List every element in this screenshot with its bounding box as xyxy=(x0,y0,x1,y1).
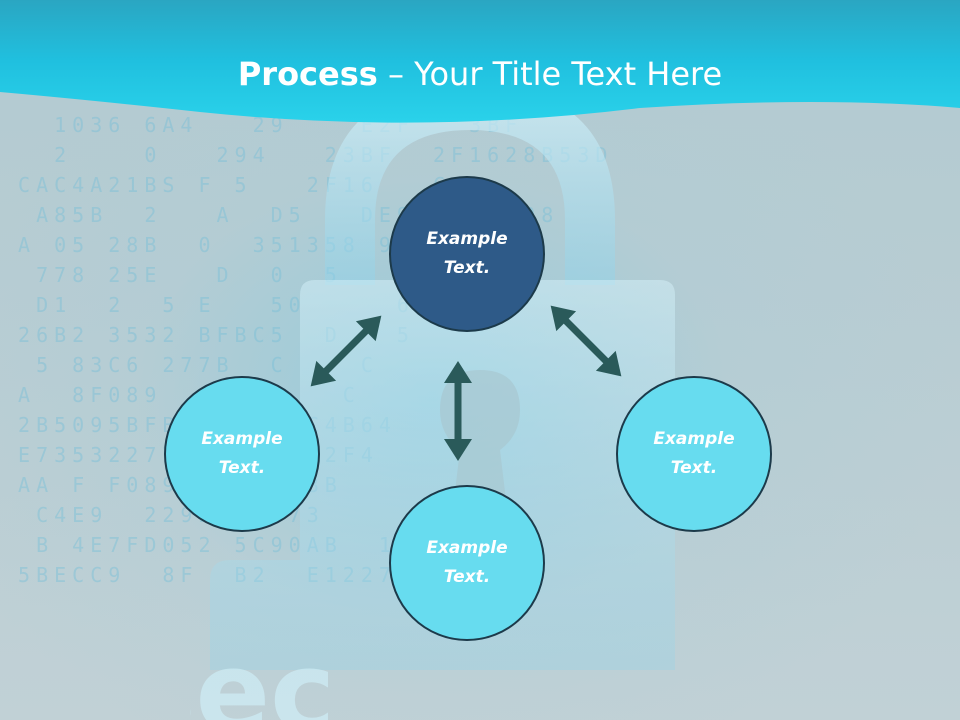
node-right-line1: Example xyxy=(653,429,735,449)
title-bold-text: Process xyxy=(237,55,378,93)
double-arrow-left xyxy=(310,315,382,387)
node-bottom-line2: Text. xyxy=(443,567,491,587)
node-right-line2: Text. xyxy=(670,458,718,478)
double-arrow-right xyxy=(550,305,622,377)
node-left-line1: Example xyxy=(201,429,283,449)
title-rest-text: – Your Title Text Here xyxy=(377,55,723,93)
node-bottom-line1: Example xyxy=(426,538,508,558)
slide-title: Process – Your Title Text Here xyxy=(0,54,960,94)
node-left-line2: Text. xyxy=(218,458,266,478)
node-top-line2: Text. xyxy=(443,258,491,278)
node-top-line1: Example xyxy=(426,229,508,249)
svg-text:sec: sec xyxy=(190,628,335,720)
double-arrow-vertical xyxy=(444,361,472,461)
header-wave xyxy=(0,0,960,123)
